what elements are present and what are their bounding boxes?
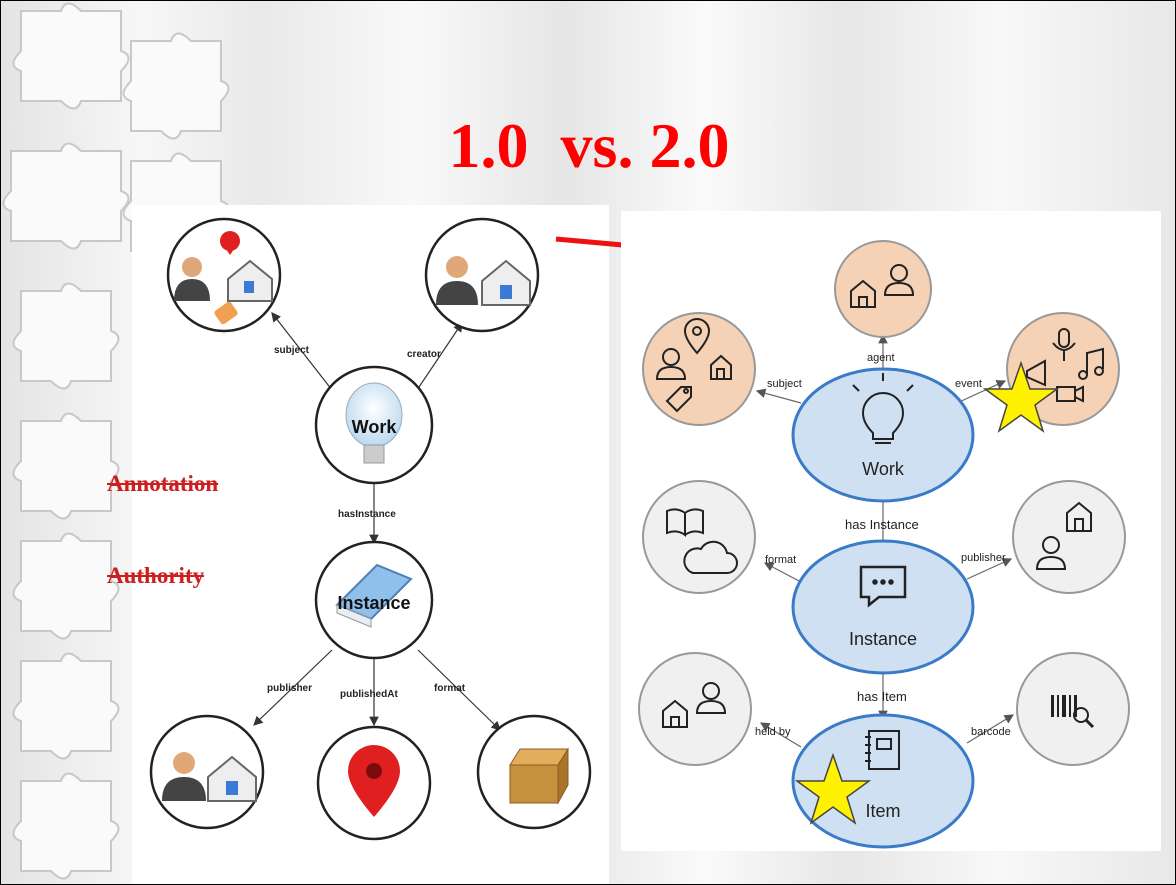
edge-line [759, 722, 802, 748]
edge-label-format: format [765, 554, 796, 566]
lightbulb-icon [345, 382, 403, 464]
bf2-barcode-node [1016, 652, 1130, 766]
edge-line [966, 714, 1015, 744]
edge-line [417, 649, 501, 731]
notebook-icon [865, 730, 900, 770]
edge-line [956, 380, 1007, 404]
edge-label-barcode: barcode [971, 726, 1011, 738]
star-icon [794, 752, 872, 825]
person-icon [436, 256, 478, 305]
house-icon [227, 259, 273, 302]
bf2-item-label: Item [865, 801, 900, 821]
bf1-creator-node [424, 217, 540, 333]
edge-label-subject: subject [767, 378, 802, 390]
box-icon [509, 747, 569, 805]
person-icon [695, 682, 727, 714]
struck-label-authority: Authority [107, 563, 205, 588]
person-icon [162, 752, 206, 801]
person-icon [883, 264, 915, 296]
cloud-icon [683, 540, 738, 574]
edge-label-publisher: publisher [267, 683, 312, 694]
edge-label-hasitem: has Item [857, 689, 907, 704]
person-icon [174, 257, 210, 301]
bf2-instance-node: Instance [791, 539, 975, 675]
microphone-icon [1052, 328, 1076, 361]
edge-label-hasinstance: hasInstance [338, 509, 396, 520]
megaphone-icon [1026, 359, 1046, 387]
lightbulb-icon [852, 373, 914, 444]
house-icon [481, 259, 531, 306]
bibframe-2-diagram: agent subject event has Instance format … [621, 211, 1161, 851]
tag-icon [214, 301, 238, 325]
bibframe-1-diagram: subject creator hasInstance publisher pu… [132, 205, 609, 884]
edge-line [271, 312, 333, 391]
house-icon [850, 279, 876, 308]
map-pin-icon [348, 745, 400, 817]
bf2-agent-node [834, 240, 932, 338]
bf1-work-label: Work [352, 417, 398, 437]
edge-label-hasinstance: has Instance [845, 517, 919, 532]
bf1-instance-node: Instance [314, 540, 434, 660]
music-icon [1078, 347, 1104, 380]
barcode-icon [1051, 695, 1095, 729]
person-icon [1035, 536, 1067, 570]
bf1-work-node: Work [314, 365, 434, 485]
edge-label-subject: subject [274, 345, 310, 356]
bf2-format-node [642, 480, 756, 594]
video-icon [1056, 385, 1084, 403]
house-icon [1066, 501, 1092, 532]
edge-line [763, 562, 800, 582]
chat-icon [859, 565, 907, 608]
slide-title: 1.0 vs. 2.0 [1, 114, 1175, 178]
edge-line [966, 558, 1013, 580]
edge-label-event: event [955, 378, 982, 390]
bf2-svg: agent subject event has Instance format … [638, 240, 1130, 849]
bf2-instance-label: Instance [849, 629, 917, 649]
edge-line [416, 322, 463, 391]
bf2-heldby-node [638, 652, 752, 766]
star-icon [982, 360, 1060, 433]
person-icon [655, 348, 687, 380]
title-left: 1.0 [448, 110, 529, 181]
edge-line [253, 649, 333, 726]
map-pin-icon [683, 318, 711, 355]
title-right: 2.0 [649, 110, 730, 181]
edge-line [755, 388, 802, 404]
edge-label-publisher: publisher [961, 552, 1006, 564]
house-icon [710, 354, 732, 380]
book-icon [335, 563, 413, 628]
house-icon [207, 755, 257, 802]
bf2-work-label: Work [862, 459, 905, 479]
bf2-subject-node [642, 312, 756, 426]
tag-icon [665, 386, 692, 413]
edge-label-agent: agent [867, 352, 895, 364]
edge-label-format: format [434, 683, 466, 694]
bf1-place-node [316, 725, 432, 841]
edge-label-publishedat: publishedAt [340, 689, 398, 700]
bf1-format-node [476, 714, 592, 830]
map-pin-icon [220, 231, 240, 255]
bf1-svg: subject creator hasInstance publisher pu… [149, 217, 592, 841]
title-sep: vs. [560, 110, 634, 181]
house-icon [662, 699, 688, 728]
bf1-publisher-node [149, 714, 265, 830]
book-icon [666, 508, 704, 537]
struck-label-annotation: Annotation [107, 471, 219, 496]
bf2-item-node: Item [791, 713, 975, 849]
puzzle-background [2, 2, 230, 880]
bf1-instance-label: Instance [337, 593, 410, 613]
bf1-subject-node [166, 217, 282, 333]
bf2-work-node: Work [791, 367, 975, 503]
edge-label-creator: creator [407, 349, 441, 360]
bf2-publisher-node [1012, 480, 1126, 594]
edge-label-heldby: held by [755, 726, 791, 738]
